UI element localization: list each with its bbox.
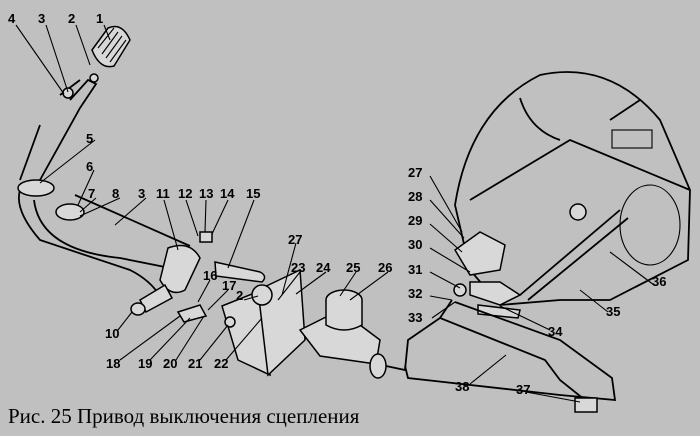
part-labels: 1 2 3 4 5 6 7 8 3 11 12 13 14 15 27 23 2… [8,11,666,397]
label-26: 26 [378,260,392,275]
label-38: 38 [455,379,469,394]
label-37: 37 [516,382,530,397]
label-19: 19 [138,356,152,371]
pedal-bracket [176,268,306,377]
label-8: 8 [112,186,119,201]
label-2: 2 [68,11,75,26]
label-5: 5 [86,131,93,146]
label-12: 12 [178,186,192,201]
label-2b: 2 [236,288,243,303]
label-28: 28 [408,189,422,204]
label-6: 6 [86,159,93,174]
label-3: 3 [38,11,45,26]
clutch-housing [454,71,691,306]
spring-bracket [55,203,85,221]
return-spring [74,194,191,247]
pedal-shaft [130,231,266,316]
label-21: 21 [188,356,202,371]
label-17: 17 [222,278,236,293]
pedal-pad [91,25,131,68]
label-22: 22 [214,356,228,371]
label-11: 11 [156,186,170,201]
label-24: 24 [316,260,331,275]
label-16: 16 [203,268,217,283]
label-36: 36 [652,274,666,289]
master-cylinder [298,289,441,379]
label-29: 29 [408,213,422,228]
pedal-lever [17,73,171,297]
label-20: 20 [163,356,177,371]
label-14: 14 [220,186,235,201]
label-23: 23 [291,260,305,275]
slave-cylinder [404,209,629,413]
label-30: 30 [408,237,422,252]
label-32: 32 [408,286,422,301]
label-27b: 27 [408,165,422,180]
label-7: 7 [88,186,95,201]
label-3b: 3 [138,186,145,201]
label-33: 33 [408,310,422,325]
label-1: 1 [96,11,103,26]
label-34: 34 [548,324,563,339]
label-18: 18 [106,356,120,371]
label-31: 31 [408,262,422,277]
label-15: 15 [246,186,260,201]
label-4: 4 [8,11,16,26]
figure-caption: Рис. 25 Привод выключения сцепления [8,404,360,428]
label-10: 10 [105,326,119,341]
leader-lines [15,24,655,403]
label-35: 35 [606,304,620,319]
label-25: 25 [346,260,360,275]
label-27a: 27 [288,232,302,247]
label-13: 13 [199,186,213,201]
